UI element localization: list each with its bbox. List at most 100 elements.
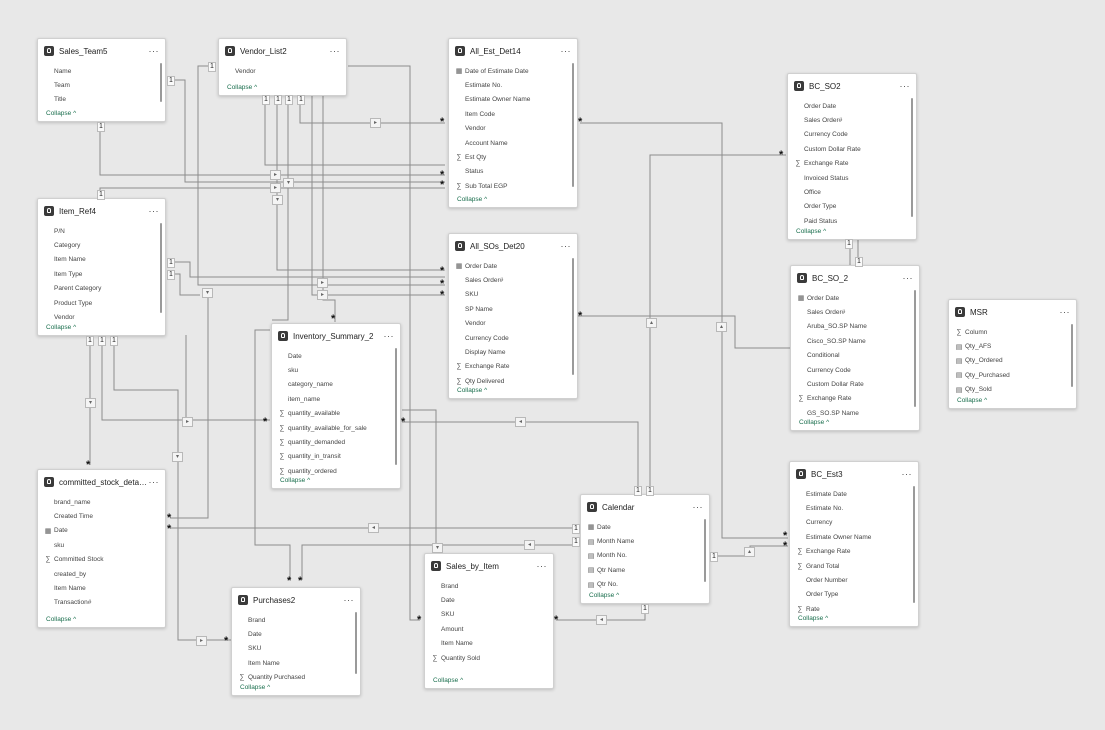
field-order-number[interactable]: Order Number [790,573,918,587]
field-vendor[interactable]: Vendor [449,317,577,331]
field-item-code[interactable]: Item Code [449,107,577,121]
field-qtr-no[interactable]: ▤Qtr No. [581,578,709,592]
field-quantity-purchased[interactable]: ∑Quantity Purchased [232,671,360,685]
scrollbar[interactable] [1071,324,1073,388]
field-team[interactable]: Team [38,78,165,92]
more-options-icon[interactable]: ··· [1059,307,1070,317]
field-display-name[interactable]: Display Name [449,345,577,359]
table-header[interactable]: MSR··· [949,303,1076,321]
field-currency-code[interactable]: Currency Code [449,331,577,345]
collapse-link[interactable]: Collapse ^ [798,615,829,622]
collapse-link[interactable]: Collapse ^ [227,84,258,91]
field-grand-total[interactable]: ∑Grand Total [790,559,918,573]
table-header[interactable]: Item_Ref4··· [38,202,165,220]
field-item-type[interactable]: Item Type [38,267,165,281]
scrollbar[interactable] [914,290,916,408]
field-exchange-rate[interactable]: ∑Exchange Rate [790,545,918,559]
field-date[interactable]: Date [232,627,360,641]
field-order-date[interactable]: ▦Order Date [449,259,577,273]
field-quantity-available[interactable]: ∑quantity_available [272,407,400,421]
collapse-link[interactable]: Collapse ^ [957,397,988,404]
collapse-link[interactable]: Collapse ^ [457,196,488,203]
field-account-name[interactable]: Account Name [449,136,577,150]
field-date[interactable]: Date [272,349,400,363]
field-category[interactable]: Category [38,238,165,252]
field-created-time[interactable]: Created Time [38,509,165,523]
field-custom-dollar-rate[interactable]: Custom Dollar Rate [788,142,916,156]
field-sku[interactable]: SKU [449,288,577,302]
field-status[interactable]: Status [449,165,577,179]
more-options-icon[interactable]: ··· [536,561,547,571]
field-qtr-name[interactable]: ▤Qtr Name [581,563,709,577]
table-card-calendar[interactable]: Calendar···▦Date▤Month Name▤Month No.▤Qt… [580,494,710,604]
collapse-link[interactable]: Collapse ^ [433,677,464,684]
field-exchange-rate[interactable]: ∑Exchange Rate [788,157,916,171]
field-qty-sold[interactable]: ▤Qty_Sold [949,383,1076,397]
field-estimate-date[interactable]: Estimate Date [790,487,918,501]
more-options-icon[interactable]: ··· [899,81,910,91]
table-header[interactable]: All_Est_Det14··· [449,42,577,60]
field-quantity-ordered[interactable]: ∑quantity_ordered [272,464,400,478]
field-parent-category[interactable]: Parent Category [38,282,165,296]
field-custom-dollar-rate[interactable]: Custom Dollar Rate [791,377,919,391]
more-options-icon[interactable]: ··· [148,206,159,216]
field-name[interactable]: Name [38,64,165,78]
more-options-icon[interactable]: ··· [560,46,571,56]
field-qty-afs[interactable]: ▤Qty_AFS [949,339,1076,353]
field-product-type[interactable]: Product Type [38,296,165,310]
collapse-link[interactable]: Collapse ^ [46,324,77,331]
field-item-name[interactable]: Item Name [232,656,360,670]
table-header[interactable]: Sales_Team5··· [38,42,165,60]
field-exchange-rate[interactable]: ∑Exchange Rate [791,392,919,406]
field-quantity-demanded[interactable]: ∑quantity_demanded [272,435,400,449]
field-sales-order[interactable]: Sales Order# [788,113,916,127]
field-brand[interactable]: Brand [232,613,360,627]
field-sku[interactable]: sku [38,538,165,552]
more-options-icon[interactable]: ··· [329,46,340,56]
field-rate[interactable]: ∑Rate [790,602,918,616]
table-header[interactable]: Calendar··· [581,498,709,516]
table-header[interactable]: BC_SO_2··· [791,269,919,287]
more-options-icon[interactable]: ··· [343,595,354,605]
field-committed-stock[interactable]: ∑Committed Stock [38,553,165,567]
field-amount[interactable]: Amount [425,622,553,636]
scrollbar[interactable] [160,223,162,314]
field-estimate-no[interactable]: Estimate No. [790,501,918,515]
table-header[interactable]: Vendor_List2··· [219,42,346,60]
field-month-name[interactable]: ▤Month Name [581,534,709,548]
field-month-no[interactable]: ▤Month No. [581,549,709,563]
scrollbar[interactable] [572,258,574,376]
field-gs-so-sp-name[interactable]: GS_SO.SP Name [791,406,919,420]
scrollbar[interactable] [355,612,357,674]
field-currency-code[interactable]: Currency Code [791,363,919,377]
collapse-link[interactable]: Collapse ^ [457,387,488,394]
field-order-type[interactable]: Order Type [790,588,918,602]
field-brand-name[interactable]: brand_name [38,495,165,509]
table-header[interactable]: All_SOs_Det20··· [449,237,577,255]
field-aruba-so-sp-name[interactable]: Aruba_SO.SP Name [791,320,919,334]
table-card-msr[interactable]: MSR···∑Column▤Qty_AFS▤Qty_Ordered▤Qty_Pu… [948,299,1077,409]
field-paid-status[interactable]: Paid Status [788,214,916,228]
field-transaction[interactable]: Transaction# [38,596,165,610]
field-column[interactable]: ∑Column [949,325,1076,339]
field-category-name[interactable]: category_name [272,378,400,392]
field-exchange-rate[interactable]: ∑Exchange Rate [449,360,577,374]
field-estimate-owner-name[interactable]: Estimate Owner Name [449,93,577,107]
field-item-name[interactable]: Item Name [38,253,165,267]
collapse-link[interactable]: Collapse ^ [796,228,827,235]
scrollbar[interactable] [160,63,162,102]
table-header[interactable]: Purchases2··· [232,591,360,609]
table-header[interactable]: BC_SO2··· [788,77,916,95]
field-date[interactable]: ▦Date [38,524,165,538]
field-vendor[interactable]: Vendor [449,122,577,136]
scrollbar[interactable] [572,63,574,188]
more-options-icon[interactable]: ··· [383,331,394,341]
